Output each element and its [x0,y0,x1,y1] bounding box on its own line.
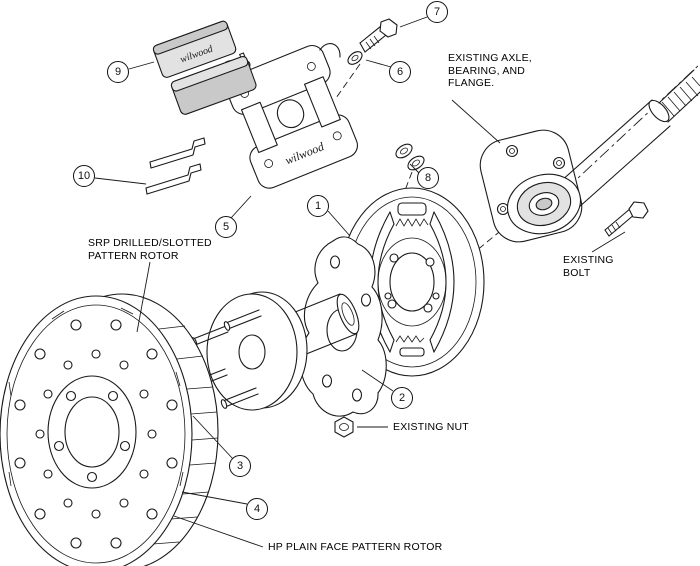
label-line: HP PLAIN FACE PATTERN ROTOR [268,541,443,553]
label-existing-bolt: EXISTING BOLT [563,254,614,279]
caliper-bracket [299,236,387,417]
label-hp-rotor: HP PLAIN FACE PATTERN ROTOR [268,541,442,554]
leader-lines [94,16,626,548]
callout-10: 10 [73,165,95,187]
callout-1: 1 [307,195,329,217]
caliper-bolt [359,18,398,53]
brake-pads: wilwood [152,20,257,115]
callout-8: 8 [417,167,439,189]
label-line: BOLT [563,266,591,279]
callout-number: 2 [398,392,406,404]
rotor [0,293,219,566]
callout-9: 9 [107,61,129,83]
label-line: FLANGE. [448,77,495,89]
callout-number: 5 [222,221,230,233]
existing-nut [334,416,354,438]
label-line: EXISTING [563,254,614,266]
label-existing-axle: EXISTING AXLE, BEARING, AND FLANGE. [448,52,532,90]
callout-number: 3 [236,460,244,472]
callout-7: 7 [426,1,448,23]
callout-5: 5 [215,216,237,238]
hub-adapter [189,291,360,411]
axle-flange-assembly [479,69,700,243]
callout-number: 4 [253,503,261,515]
caliper-washer [347,51,363,65]
label-srp-rotor: SRP DRILLED/SLOTTED PATTERN ROTOR [88,237,212,262]
callout-4: 4 [246,498,268,520]
callout-number: 7 [433,6,441,18]
label-line: EXISTING NUT [393,421,469,433]
label-line: EXISTING AXLE, [448,52,532,64]
callout-3: 3 [229,455,251,477]
pad-clips [145,137,206,195]
existing-bolt [604,201,649,237]
callout-number: 8 [424,172,432,184]
axle-bearing [506,173,582,235]
callout-number: 6 [396,66,404,78]
callout-2: 2 [391,387,413,409]
caliper: wilwood [225,42,358,189]
callout-number: 9 [114,66,122,78]
label-line: SRP DRILLED/SLOTTED [88,237,212,249]
callout-6: 6 [389,61,411,83]
label-existing-nut: EXISTING NUT [393,421,469,434]
callout-number: 1 [314,200,322,212]
label-line: PATTERN ROTOR [88,249,179,262]
label-line: BEARING, AND [448,64,526,77]
callout-number: 10 [77,170,91,182]
